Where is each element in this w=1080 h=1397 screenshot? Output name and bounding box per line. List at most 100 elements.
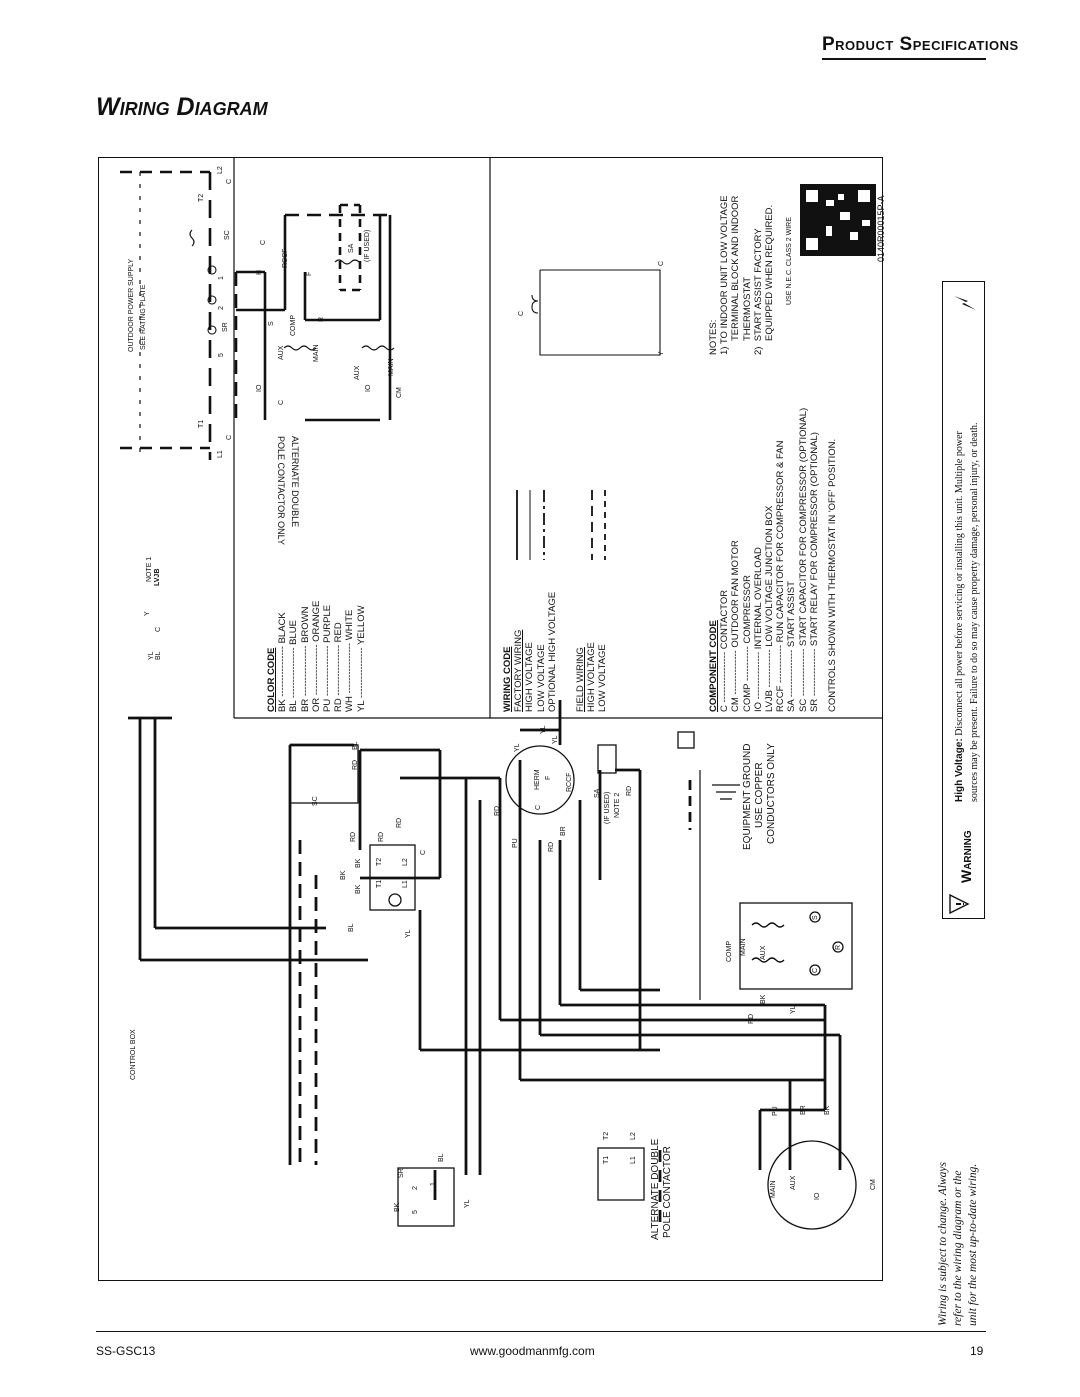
rd-wire-7: RD [626,785,633,796]
alt-contactor-bottom-line1: ALTERNATE DOUBLE [650,1138,661,1240]
bk-wire-3: BK [355,884,362,894]
terminal-c-left: C [226,434,233,440]
color-code-item: BK ---------------- BLACK [277,612,289,712]
yl-wire-5: YL [552,735,559,744]
component-code-title: COMPONENT CODE [708,620,719,712]
terminal-c-cap: C [260,239,267,245]
label-main-bottom: MAIN [740,938,747,957]
footer-website[interactable]: www.goodmanmfg.com [470,1344,595,1358]
terminal-t2: T2 [198,193,205,202]
color-code-item: WH ---------------- WHITE [344,609,356,712]
class2-note: USE N.E.C. CLASS 2 WIRE [786,217,793,305]
color-code-item: PU ---------------- PURPLE [322,604,334,712]
header-rule [822,58,986,60]
alt-contactor-bottom-line2: POLE CONTACTOR [662,1146,673,1238]
field-wiring-legend: FIELD WIRING HIGH VOLTAGE LOW VOLTAGE [575,642,609,712]
label-main-fan: MAIN [388,358,395,377]
wiring-change-line3: unit for the most up-to-date wiring. [967,1163,979,1326]
field-wiring-title: FIELD WIRING [575,647,586,712]
note1-line3: THERMOSTAT [741,276,753,341]
label-sr-top: SR [222,322,229,332]
label-main-cm: MAIN [770,1180,777,1199]
label-sc-top: SC [224,230,231,240]
bk-wire-1: BK [355,858,362,868]
label-io-cm: IO [814,1192,821,1200]
footer-page-number: 19 [970,1344,984,1358]
lightning-bolt-icon [954,296,976,310]
bl-wire-label: BL [155,651,162,660]
component-code-legend: COMPONENT CODE C ---------------- CONTAC… [708,408,838,712]
note1-line1: 1) TO INDOOR UNIT LOW VOLTAGE [719,195,731,355]
rd-wire-1: RD [352,759,359,770]
bk-wire-5: BK [824,1105,831,1115]
lv-c-label: C [518,310,525,316]
doc-number: 0140R00015P-A [876,195,886,262]
terminal-c-herm: C [535,804,542,810]
warning-triangle-icon [949,893,970,915]
section-title: Product Specifications [822,34,1019,55]
label-sa-bottom: SA [594,788,601,798]
component-item: SR --------------- START RELAY FOR COMPR… [808,432,820,712]
notes-title: NOTES: [708,319,719,355]
terminal-t2-alt: T2 [603,1131,610,1140]
lv-y-label: Y [658,351,665,356]
color-code-title: COLOR CODE [266,647,277,712]
label-aux-fan: AUX [354,365,361,380]
terminal-c-io: C [278,399,285,405]
component-item: COMP ----------- COMPRESSOR [741,574,753,712]
bl-wire-2: BL [352,741,359,750]
br-wire-2: BR [800,1105,807,1115]
terminal-c-comp: C [812,967,819,973]
component-item: LVJB ------------ LOW VOLTAGE JUNCTION B… [764,505,776,712]
terminal-t1: T1 [198,419,205,428]
warning-title: Warning [958,830,974,883]
ground-line2: USE COPPER [754,762,765,828]
bl-wire-3: BL [348,923,355,932]
component-item: IO --------------- INTERNAL OVERLOAD [752,547,764,712]
terminal-5-top: 5 [218,353,225,357]
yl-wire-6: YL [790,1005,797,1014]
label-rccf-bottom: RCCF [566,772,573,792]
terminal-c-right: C [226,178,233,184]
color-code-item: YL ---------------- YELLOW [355,605,367,712]
yl-wire-label: YL [148,651,155,660]
terminal-f-bottom: F [545,775,552,780]
terminal-5-bottom: 5 [412,1210,419,1214]
label-sa-top: SA [348,243,355,253]
alt-contactor-top-line1: ALTERNATE DOUBLE [290,436,300,528]
field-item: LOW VOLTAGE [597,644,609,712]
yl-wire-4: YL [540,725,547,734]
terminal-t2-bottom: T2 [376,857,383,866]
ground-line1: EQUIPMENT GROUND [742,743,753,851]
label-herm: HERM [534,769,541,790]
label-main-top: MAIN [313,344,320,363]
note2-line2: EQUIPPED WHEN REQUIRED. [764,204,776,341]
page-heading: Wiring Diagram [96,93,268,121]
rd-wire-2: RD [350,831,357,842]
component-item: RCCF ------------ RUN CAPACITOR FOR COMP… [775,440,787,712]
label-aux-bottom: AUX [760,945,767,960]
rd-wire-5: RD [494,805,501,816]
terminal-l1-bottom: L1 [402,880,409,888]
bl-wire-4: BL [438,1153,445,1162]
label-io-top: IO [256,384,263,392]
lvjb-c-label: C [155,626,162,632]
factory-item: HIGH VOLTAGE [524,642,536,712]
rd-wire-3: RD [378,831,385,842]
terminal-s-top: S [268,321,275,326]
supply-line1: OUTDOOR POWER SUPPLY [128,258,135,352]
label-rccf-top: RCCF [282,248,289,268]
label-sc-bottom: SC [312,796,319,806]
wiring-code-title: WIRING CODE [502,646,513,712]
terminal-1-top: 1 [218,276,225,280]
warning-box [942,281,985,919]
warning-line2: sources may be present. Failure to do so… [969,422,980,802]
label-if-used-top: (IF USED) [364,229,371,262]
terminal-t1-bottom: T1 [376,879,383,888]
footer-rule [96,1331,986,1332]
lvjb-label: LVJB [154,568,161,586]
label-aux-top: AUX [278,345,285,360]
label-if-used-bottom: (IF USED) [604,791,611,824]
pu-wire-1: PU [512,838,519,848]
terminal-2-bottom: 2 [412,1186,419,1190]
